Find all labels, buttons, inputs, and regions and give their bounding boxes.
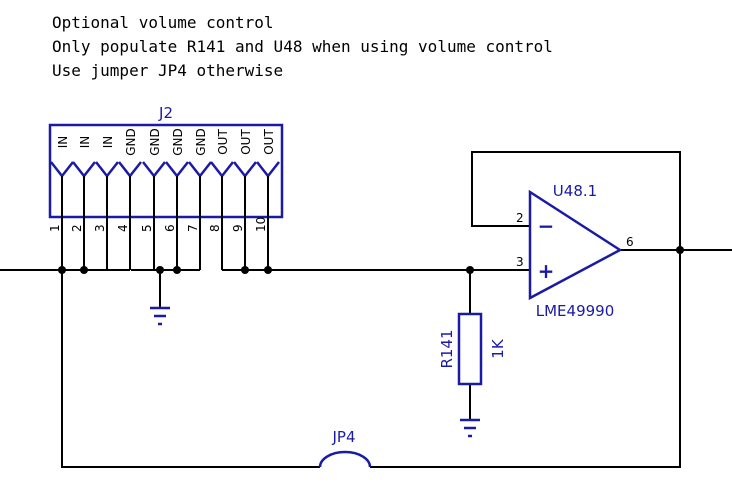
opamp-part: LME49990 xyxy=(536,302,615,320)
pin-name: OUT xyxy=(239,129,253,155)
connector-pin: IN 3 xyxy=(93,136,119,270)
connector-pin: OUT 8 xyxy=(208,129,234,270)
pin-chevron xyxy=(210,161,234,179)
ground-icon xyxy=(150,306,170,326)
pin-name: IN xyxy=(101,136,115,149)
opamp-pin-6: 6 xyxy=(626,235,634,249)
pin-chevron xyxy=(72,161,96,179)
connector-pin: GND 7 xyxy=(186,128,212,270)
wire-jumper-right xyxy=(370,250,681,468)
connector-pin: GND 4 xyxy=(116,128,142,270)
opamp-plus-sign: + xyxy=(538,259,555,283)
pin-number: 6 xyxy=(163,224,177,232)
opamp-minus-sign: − xyxy=(538,214,555,238)
note-line-1: Optional volume control xyxy=(52,13,274,32)
pin-number: 1 xyxy=(48,224,62,232)
pin-number: 7 xyxy=(186,224,200,232)
pin-chevron xyxy=(233,161,257,179)
junction-dot xyxy=(466,266,474,274)
jumper-arc xyxy=(318,450,372,468)
pin-name: IN xyxy=(56,136,70,149)
pin-name: OUT xyxy=(216,129,230,155)
resistor-body xyxy=(457,312,483,386)
resistor-r141: R141 1K xyxy=(438,312,507,386)
resistor-value: 1K xyxy=(489,338,507,359)
pin-number: 5 xyxy=(140,224,154,232)
pin-number: 9 xyxy=(231,224,245,232)
pin-name: GND xyxy=(171,128,185,156)
connector-pins: IN 1 IN 2 IN 3 GND 4 GND 5 GND 6 GND 7 OUT 8 OUT 9 OUT 10 xyxy=(48,128,280,270)
pin-number: 8 xyxy=(208,224,222,232)
pin-name: IN xyxy=(78,136,92,149)
note-line-2: Only populate R141 and U48 when using vo… xyxy=(52,37,553,56)
opamp-pin-2: 2 xyxy=(516,211,524,225)
pin-chevron xyxy=(50,161,74,179)
opamp-ref: U48.1 xyxy=(553,182,597,200)
pin-name: GND xyxy=(148,128,162,156)
pin-number: 10 xyxy=(254,217,268,232)
pin-name: GND xyxy=(124,128,138,156)
note-line-3: Use jumper JP4 otherwise xyxy=(52,61,283,80)
pin-number: 2 xyxy=(70,224,84,232)
connector-pin: IN 2 xyxy=(70,136,96,270)
wire-jumper-left xyxy=(61,270,320,468)
connector-pin: GND 5 xyxy=(140,128,166,270)
connector-pin: IN 1 xyxy=(48,136,74,270)
junction-dot xyxy=(80,266,88,274)
opamp-u48: U48.1 LME49990 − + 2 3 6 xyxy=(516,182,634,320)
pin-name: OUT xyxy=(262,129,276,155)
junction-dot xyxy=(264,266,272,274)
pin-chevron xyxy=(95,161,119,179)
junctions xyxy=(58,246,684,274)
junction-dot xyxy=(156,266,164,274)
connector-j2: J2 IN 1 IN 2 IN 3 GND 4 GND 5 GND 6 GND 7 OUT 8 OUT 9 OUT 1… xyxy=(48,104,284,270)
ground-icon xyxy=(460,418,480,438)
pin-number: 4 xyxy=(116,224,130,232)
connector-pin: GND 6 xyxy=(163,128,189,270)
pin-chevron xyxy=(142,161,166,179)
pin-name: GND xyxy=(194,128,208,156)
pin-chevron xyxy=(188,161,212,179)
junction-dot xyxy=(173,266,181,274)
pin-chevron xyxy=(165,161,189,179)
connector-body xyxy=(48,123,284,219)
jumper-jp4: JP4 xyxy=(318,428,372,468)
junction-dot xyxy=(676,246,684,254)
connector-pin: OUT 10 xyxy=(254,129,280,270)
jumper-ref: JP4 xyxy=(331,428,355,446)
resistor-ref: R141 xyxy=(438,329,456,368)
pin-chevron xyxy=(118,161,142,179)
wires xyxy=(0,151,732,468)
junction-dot xyxy=(58,266,66,274)
wire-feedback xyxy=(471,151,681,250)
connector-ref: J2 xyxy=(158,104,173,122)
pin-number: 3 xyxy=(93,224,107,232)
opamp-triangle xyxy=(528,189,623,301)
connector-pin: OUT 9 xyxy=(231,129,257,270)
junction-dot xyxy=(241,266,249,274)
opamp-pin-3: 3 xyxy=(516,255,524,269)
pin-chevron xyxy=(256,161,280,179)
